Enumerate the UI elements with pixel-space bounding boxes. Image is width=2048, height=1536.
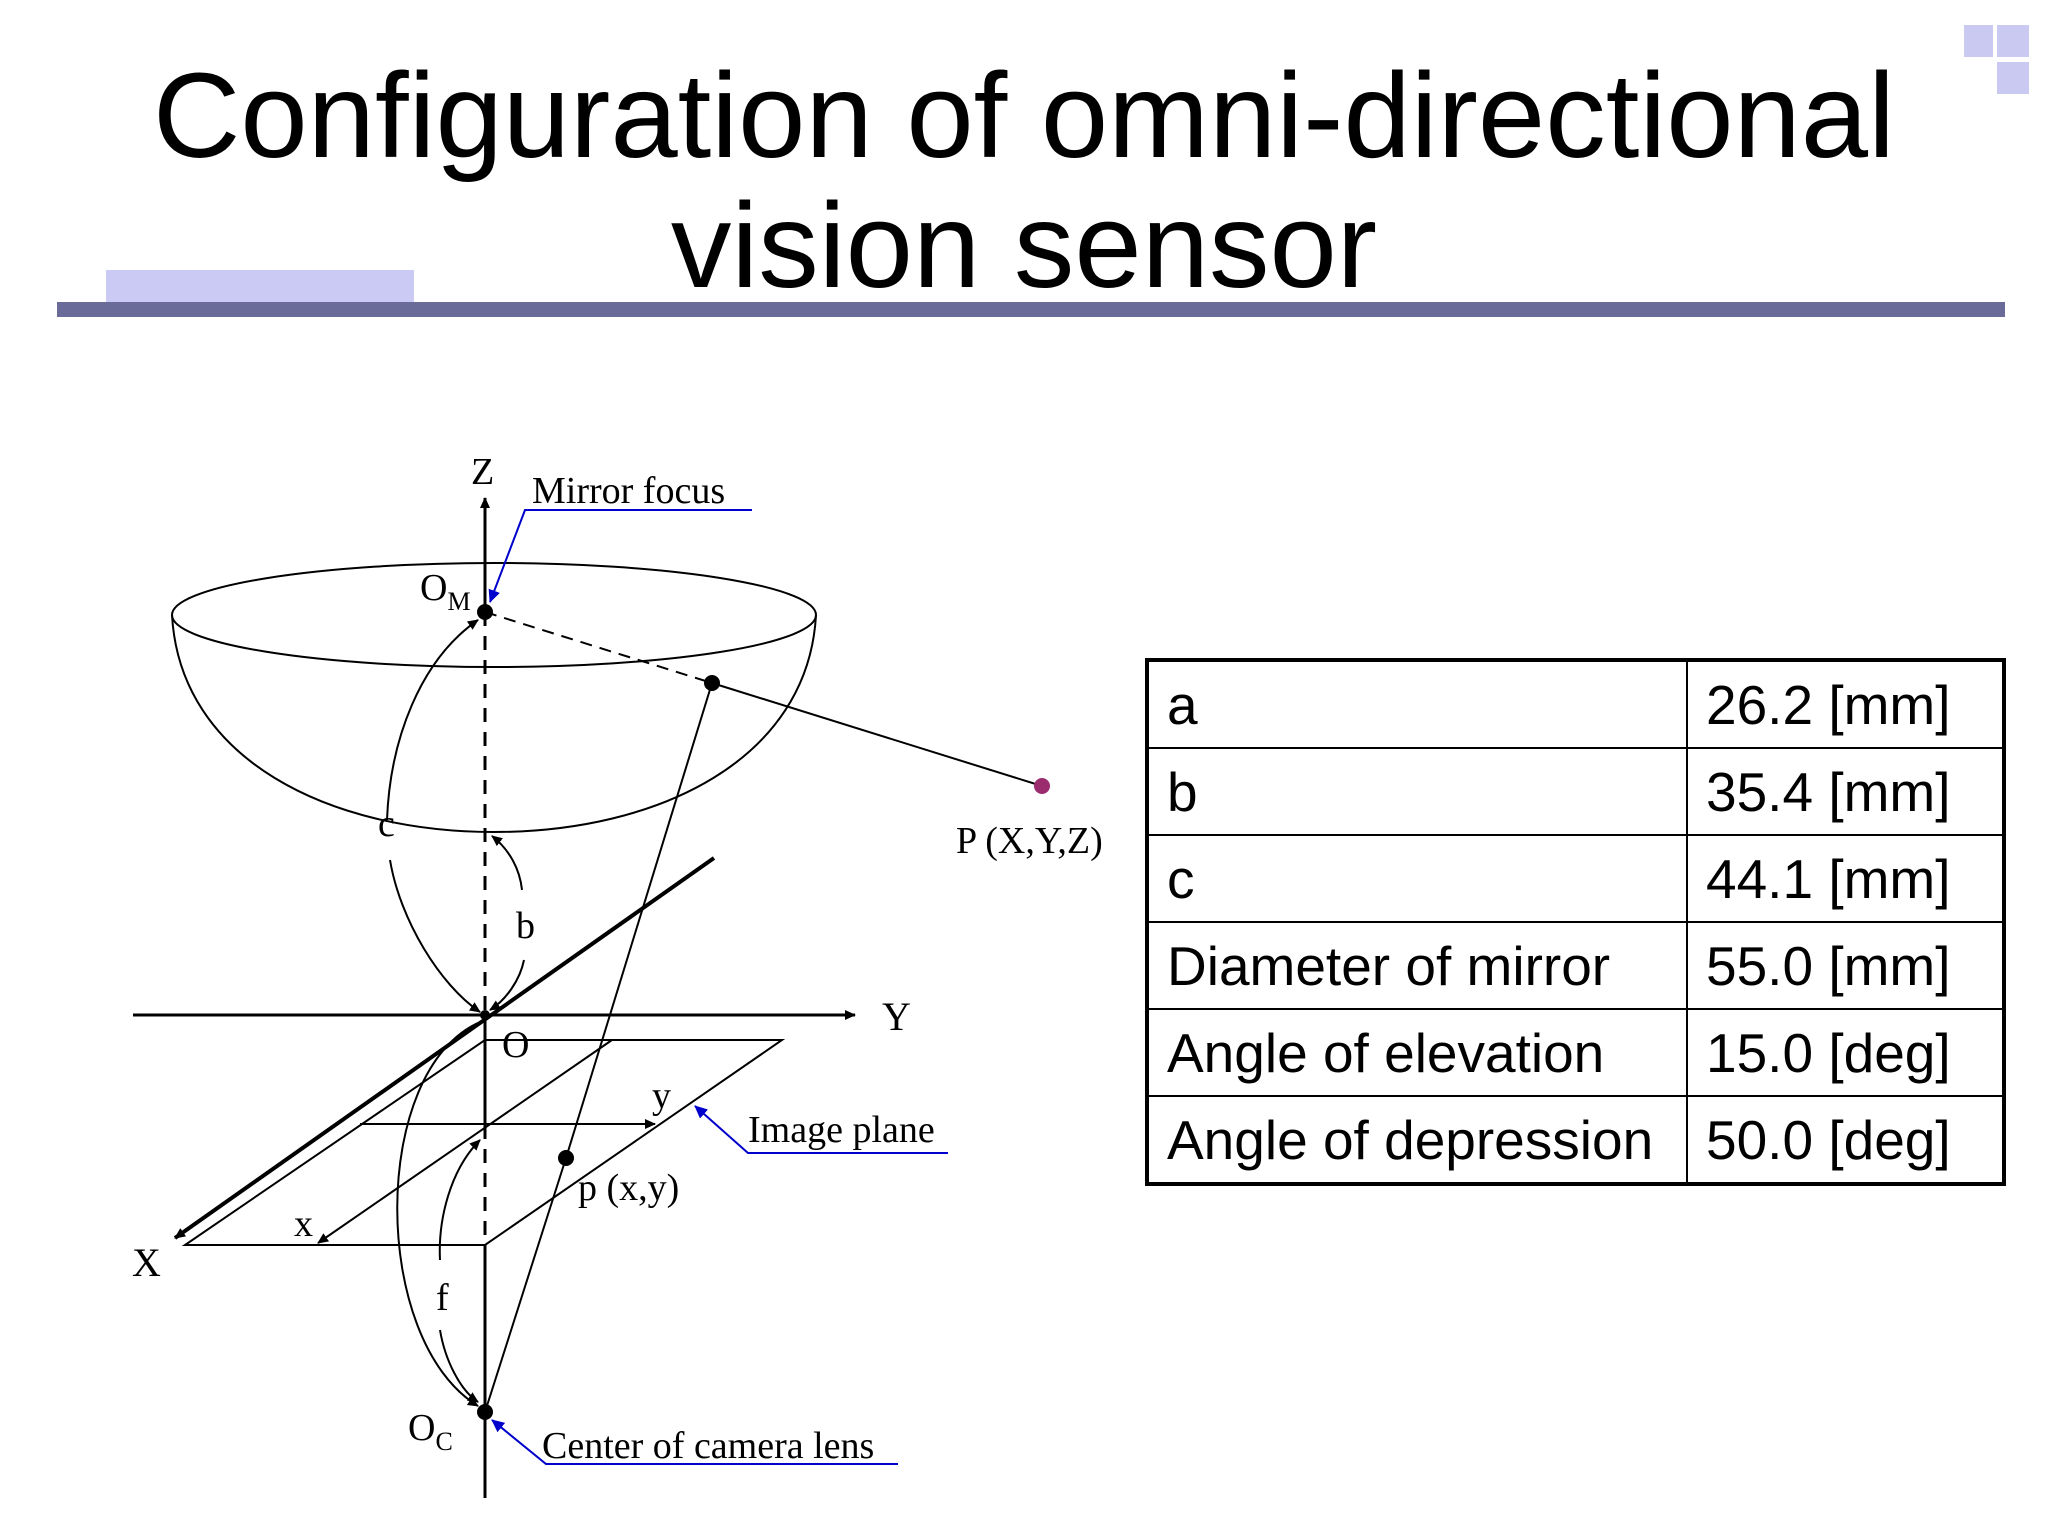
mirror-focus-label: Mirror focus: [532, 470, 725, 512]
image-plane-x-axis: [317, 1039, 613, 1244]
b-label: b: [516, 905, 535, 947]
oc-label: OC: [408, 1407, 453, 1456]
arc-b-lower: [489, 959, 525, 1011]
corner-square-1: [1964, 25, 1993, 57]
ray-image-to-oc: [484, 1157, 567, 1413]
arc-o-to-oc: [396, 1021, 481, 1407]
title-underline-rule: [57, 302, 2005, 317]
image-plane: [181, 1039, 786, 1246]
origin-label: O: [502, 1024, 529, 1066]
image-plane-label: Image plane: [748, 1109, 935, 1151]
mirror-reflection-point: [704, 675, 720, 691]
parameter-value-cell: 55.0 [mm]: [1686, 921, 2005, 1010]
camera-center-leader: [491, 1419, 898, 1465]
ray-mirror-to-image: [565, 682, 713, 1159]
world-point-p: [1034, 778, 1050, 794]
om-point: [477, 604, 493, 620]
parameter-name-cell: c: [1146, 834, 1688, 923]
parameter-name-cell: Angle of depression: [1146, 1095, 1688, 1185]
arc-b-upper: [491, 835, 523, 891]
parameter-value-cell: 44.1 [mm]: [1686, 834, 2005, 923]
c-label: c: [378, 803, 395, 845]
oc-point: [477, 1404, 493, 1420]
image-plane-leader: [694, 1105, 948, 1154]
arc-c-upper: [386, 619, 479, 821]
parameter-value-cell: 35.4 [mm]: [1686, 747, 2005, 836]
parameter-name-cell: b: [1146, 747, 1688, 836]
parameter-name-cell: Diameter of mirror: [1146, 921, 1688, 1010]
arc-f-upper: [438, 1139, 481, 1261]
title-line-1: Configuration of omni-directional: [153, 47, 1895, 183]
origin-point: [480, 1010, 490, 1020]
corner-square-2: [1997, 25, 2029, 57]
title-accent-bar: [106, 270, 414, 302]
parameter-value-cell: 15.0 [deg]: [1686, 1008, 2005, 1097]
corner-square-3: [1997, 62, 2029, 94]
f-label: f: [436, 1277, 449, 1319]
image-y-label: y: [652, 1075, 671, 1117]
world-point-label: P (X,Y,Z): [956, 820, 1103, 862]
slide-title: Configuration of omni-directional vision…: [0, 50, 2048, 310]
title-line-2: vision sensor: [670, 177, 1378, 313]
ray-om-to-mirror: [484, 611, 713, 684]
z-axis-label: Z: [471, 451, 494, 493]
y-axis-label: Y: [882, 994, 911, 1039]
image-point-label: p (x,y): [578, 1167, 679, 1209]
om-label: OM: [420, 567, 471, 616]
parameter-name-cell: Angle of elevation: [1146, 1008, 1688, 1097]
x-axis-label: X: [132, 1240, 161, 1285]
ray-mirror-to-p: [711, 682, 1043, 787]
mirror-bowl: [171, 614, 817, 834]
parameter-value-cell: 50.0 [deg]: [1686, 1095, 2005, 1185]
arc-c-lower: [389, 859, 481, 1013]
image-x-label: x: [294, 1203, 313, 1245]
parameter-name-cell: a: [1146, 659, 1688, 749]
parameter-value-cell: 26.2 [mm]: [1686, 659, 2005, 749]
camera-center-label: Center of camera lens: [542, 1425, 874, 1467]
mirror-focus-leader: [488, 509, 752, 603]
image-point-p: [558, 1150, 574, 1166]
